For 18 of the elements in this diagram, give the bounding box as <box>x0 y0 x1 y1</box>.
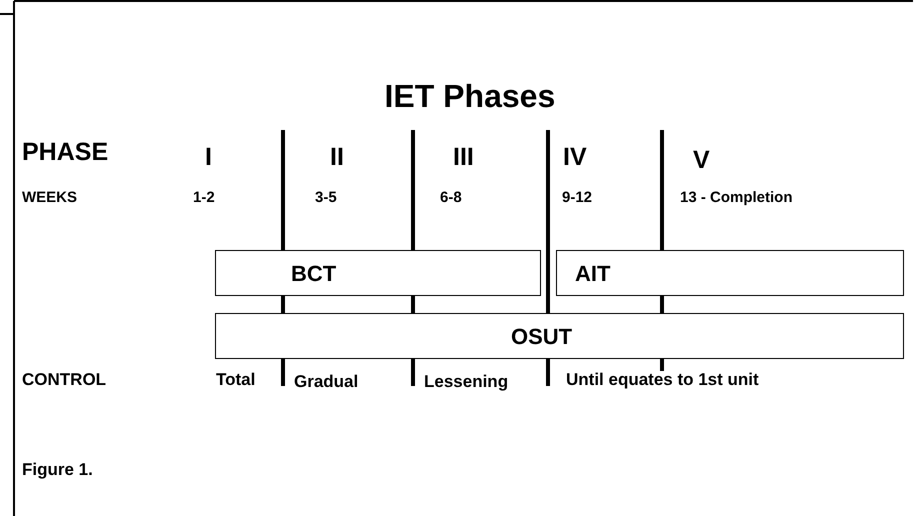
control-level: Total <box>216 371 256 388</box>
row-heading: WEEKS <box>22 190 78 205</box>
control-level: Lessening <box>424 373 508 390</box>
bar-label: AIT <box>575 263 610 285</box>
week-range: 1-2 <box>193 190 215 205</box>
control-level: Until equates to 1st unit <box>566 371 759 388</box>
week-range: 13 - Completion <box>680 190 793 205</box>
row-heading: CONTROL <box>22 371 106 388</box>
training-bar <box>215 250 541 296</box>
control-level: Gradual <box>294 373 358 390</box>
week-range: 9-12 <box>562 190 592 205</box>
bar-label: BCT <box>291 263 336 285</box>
figure-caption: Figure 1. <box>22 461 93 478</box>
training-bar <box>215 313 904 359</box>
week-range: 6-8 <box>440 190 462 205</box>
week-range: 3-5 <box>315 190 337 205</box>
training-bar <box>556 250 904 296</box>
bar-label: OSUT <box>511 326 572 348</box>
